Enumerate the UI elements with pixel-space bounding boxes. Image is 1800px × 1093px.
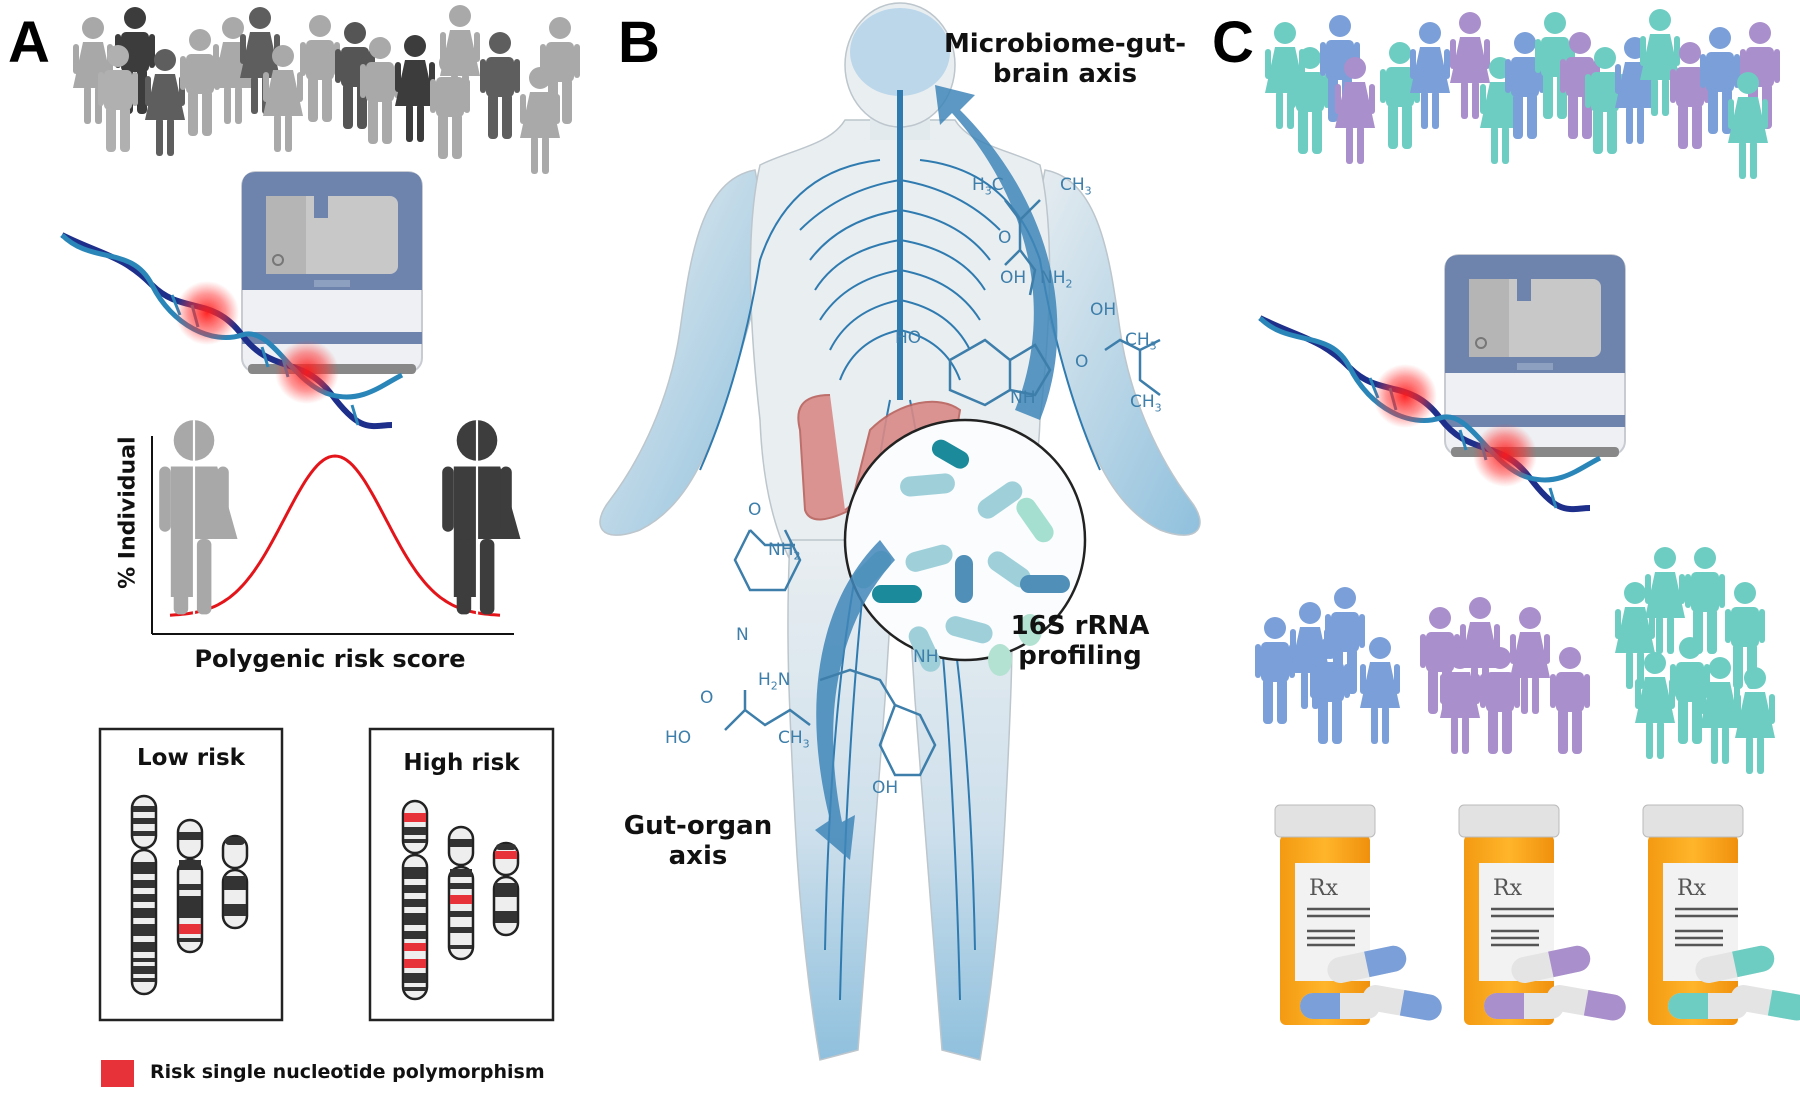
patient-group-teal [1615, 547, 1775, 774]
risk-snp-marker [179, 924, 201, 934]
chem-label-nh-b: NH [913, 647, 939, 667]
chem-label-ch3-a: CH3 [1060, 175, 1092, 198]
person-icon [395, 35, 435, 142]
rx-label: Rx [1493, 876, 1523, 901]
chromosome [447, 825, 475, 961]
chem-label-ho: HO [895, 328, 922, 348]
person-icon [300, 15, 340, 122]
dna-sequencer-c [1444, 254, 1626, 458]
snp-highlight [175, 281, 239, 345]
risk-snp-marker [404, 959, 426, 968]
patient-group-blue [1255, 587, 1400, 744]
low-risk-person-icon [159, 420, 238, 615]
chem-label-o-c: O [748, 500, 762, 520]
capsule-icon [1327, 945, 1407, 984]
chem-label-ch3-b: CH3 [1125, 330, 1157, 353]
risk-snp-marker [404, 813, 426, 822]
dna-helix [62, 235, 402, 426]
chem-label-o-a: O [998, 228, 1012, 248]
panel-c-label: C [1212, 10, 1254, 75]
legend-swatch [101, 1060, 134, 1087]
risk-snp-marker [450, 895, 472, 904]
capsule-icon [1484, 993, 1564, 1019]
left-arm [599, 169, 771, 536]
rrna-profiling-label: 16S rRNA profiling [1000, 611, 1160, 672]
brain-axis-label-line1: Microbiome-gut- [943, 29, 1187, 59]
chem-label-o-b: O [1075, 352, 1089, 372]
risk-snp-marker [404, 943, 426, 951]
rrna-label-line2: profiling [1018, 640, 1142, 671]
chem-label-oh-b: OH [1090, 300, 1117, 320]
high-risk-box [368, 727, 555, 1022]
brain-icon [850, 8, 950, 96]
chem-label-nh2-b: NH2 [768, 540, 801, 563]
person-icon [480, 32, 520, 139]
high-risk-person-icon [442, 420, 521, 615]
high-risk-title: High risk [403, 750, 520, 776]
chem-label-h2n: H2N [758, 670, 791, 693]
chromosome [401, 799, 429, 1001]
population-crowd-colored [1265, 9, 1780, 179]
population-crowd-grey [73, 5, 580, 174]
dna-helix-c [1260, 318, 1600, 509]
chem-label-n: N [736, 625, 749, 645]
pill-bottle-icon: Rx [1458, 804, 1626, 1025]
human-body-illustration [599, 2, 1201, 1061]
bacteria-cluster [853, 439, 1070, 676]
organ-axis-label: Gut-organ axis [618, 811, 778, 872]
brain-axis-arrow [935, 85, 1058, 420]
low-risk-title: Low risk [137, 745, 245, 771]
capsule-icon [1511, 945, 1591, 984]
prs-y-axis-label: % Individual [115, 436, 141, 589]
patient-group-purple [1420, 597, 1590, 754]
distribution-curve [169, 454, 501, 617]
organ-axis-arrow [815, 540, 895, 860]
pill-bottle-icon: Rx [1642, 804, 1800, 1025]
legend-label: Risk single nucleotide polymorphism [150, 1061, 545, 1083]
snp-highlight [1373, 364, 1437, 428]
capsule-icon [1362, 985, 1442, 1021]
panel-b-label: B [618, 10, 660, 75]
high-risk-chromosomes [401, 799, 520, 1001]
capsule-icon [1668, 993, 1748, 1019]
prs-plot [151, 420, 521, 635]
capsule-icon [1695, 945, 1775, 984]
prs-x-axis-label: Polygenic risk score [194, 645, 466, 673]
chromosome [492, 841, 520, 937]
brain-axis-label: Microbiome-gut- brain axis [935, 29, 1195, 90]
capsule-icon [1546, 985, 1626, 1021]
snp-highlight [1473, 423, 1537, 487]
low-risk-chromosomes [130, 794, 249, 996]
capsule-icon [1300, 993, 1380, 1019]
chem-label-ho-b: HO [665, 728, 692, 748]
risk-snp-marker [495, 851, 517, 859]
chem-label-h3c: H3C [972, 175, 1004, 198]
organ-axis-label-line1: Gut-organ [623, 811, 773, 841]
organ-axis-label-line2: axis [668, 840, 728, 871]
capsule-icon [1730, 985, 1800, 1021]
chem-label-oh-a: OH [1000, 268, 1027, 288]
snp-highlight [275, 340, 339, 404]
chem-label-o-d: O [700, 688, 714, 708]
chem-label-ch3-c: CH3 [1130, 392, 1162, 415]
chem-label-nh2-a: NH2 [1040, 268, 1073, 291]
chromosome [221, 834, 249, 930]
brain-axis-label-line2: brain axis [992, 58, 1138, 89]
person-icon [1410, 22, 1450, 129]
chem-label-nh-a: NH [1010, 388, 1036, 408]
chromosome [176, 818, 204, 954]
rx-label: Rx [1677, 876, 1707, 901]
rx-label: Rx [1309, 876, 1339, 901]
pill-bottle-icon: Rx [1274, 804, 1442, 1025]
chromosome [130, 794, 158, 996]
low-risk-box [98, 727, 284, 1022]
rrna-label-line1: 16S rRNA [1010, 611, 1150, 641]
panel-a-label: A [8, 10, 50, 75]
metabolite-structures [724, 199, 1161, 777]
left-leg [787, 539, 896, 1061]
chem-label-ch3-d: CH3 [778, 728, 810, 751]
chem-label-oh-c: OH [872, 778, 899, 798]
